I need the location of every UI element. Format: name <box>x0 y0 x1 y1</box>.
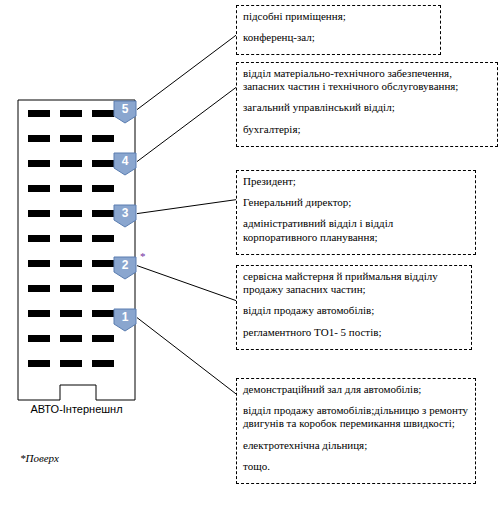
floor-departments-box: сервісна майстерня й приймальня відділу … <box>236 265 472 350</box>
floor-departments-box: демонстраційний зал для автомобілів; відд… <box>236 378 476 484</box>
department-text: підсобні приміщення; <box>243 10 434 23</box>
floor-number: 5 <box>113 102 137 116</box>
leader-line <box>137 87 236 161</box>
floor-departments-box: підсобні приміщення; конференц-зал; <box>236 5 441 55</box>
floor-number: 2 <box>113 258 137 272</box>
department-text: відділ продажу автомобілів; <box>243 304 465 317</box>
floor-number: 3 <box>113 206 137 220</box>
floor-number-badge: 3 <box>113 204 137 228</box>
department-text: Президент; <box>243 175 469 188</box>
department-text: конференц-зал; <box>243 31 434 44</box>
department-text: адміністративний відділ і відділ корпора… <box>243 217 469 243</box>
office-building: АВТО-Інтернешнл <box>18 100 135 400</box>
floor-number-badge: 5 <box>113 100 137 124</box>
department-text: електротехнічна дільниця; <box>243 439 469 452</box>
department-text: бухгалтерія; <box>243 123 491 136</box>
floor-departments-box: Президент; Генеральний директор; адміністр… <box>236 170 476 255</box>
department-text: тощо. <box>243 460 469 473</box>
leader-line <box>137 266 236 301</box>
floor-number-badge: 4 <box>113 152 137 176</box>
department-text: Генеральний директор; <box>243 196 469 209</box>
department-text: відділ продажу автомобілів;дільницю з ре… <box>243 404 469 430</box>
leader-line <box>137 318 236 394</box>
department-text: загальний управлінський відділ; <box>243 101 491 114</box>
department-text: демонстраційний зал для автомобілів; <box>243 383 469 396</box>
department-text: відділ матеріально-технічного забезпечен… <box>243 67 491 93</box>
building-outline <box>18 100 135 400</box>
floor-departments-box: відділ матеріально-технічного забезпечен… <box>236 62 498 147</box>
building-name: АВТО-Інтернешнл <box>8 403 145 415</box>
footnote: *Поверх <box>20 452 59 464</box>
floor-number: 4 <box>113 154 137 168</box>
leader-line <box>137 200 236 214</box>
floor-number-badge: 1 <box>113 308 137 332</box>
department-text: регламентного ТО1- 5 постів; <box>243 326 465 339</box>
floor-number: 1 <box>113 310 137 324</box>
asterisk-mark: * <box>140 250 146 262</box>
department-text: сервісна майстерня й приймальня відділу … <box>243 270 465 296</box>
floor-number-badge: 2 <box>113 256 137 280</box>
